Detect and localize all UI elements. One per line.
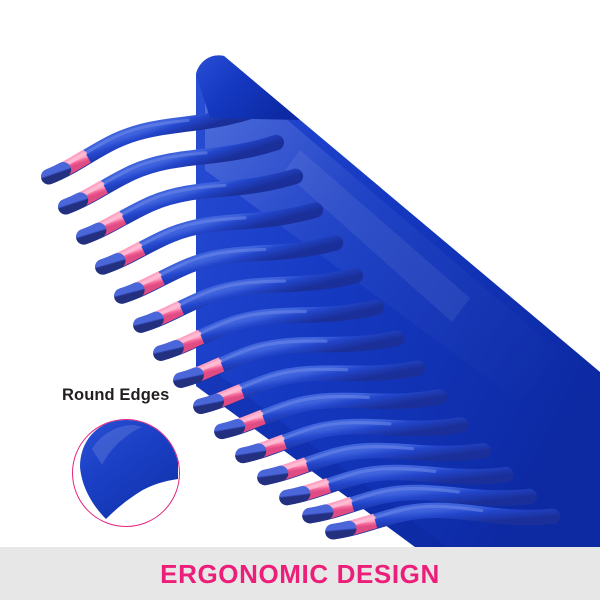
round-edges-callout: Round Edges xyxy=(62,386,242,536)
product-photo-area: Round Edges xyxy=(0,55,600,547)
footer-banner: ERGONOMIC DESIGN xyxy=(0,547,600,600)
round-edges-magnifier-circle xyxy=(72,419,180,527)
rounded-corner-detail-icon xyxy=(79,420,178,519)
round-edges-label: Round Edges xyxy=(62,386,170,404)
comb-illustration xyxy=(0,55,600,547)
comb-top-shoulder xyxy=(196,55,300,120)
footer-headline: ERGONOMIC DESIGN xyxy=(160,558,440,589)
